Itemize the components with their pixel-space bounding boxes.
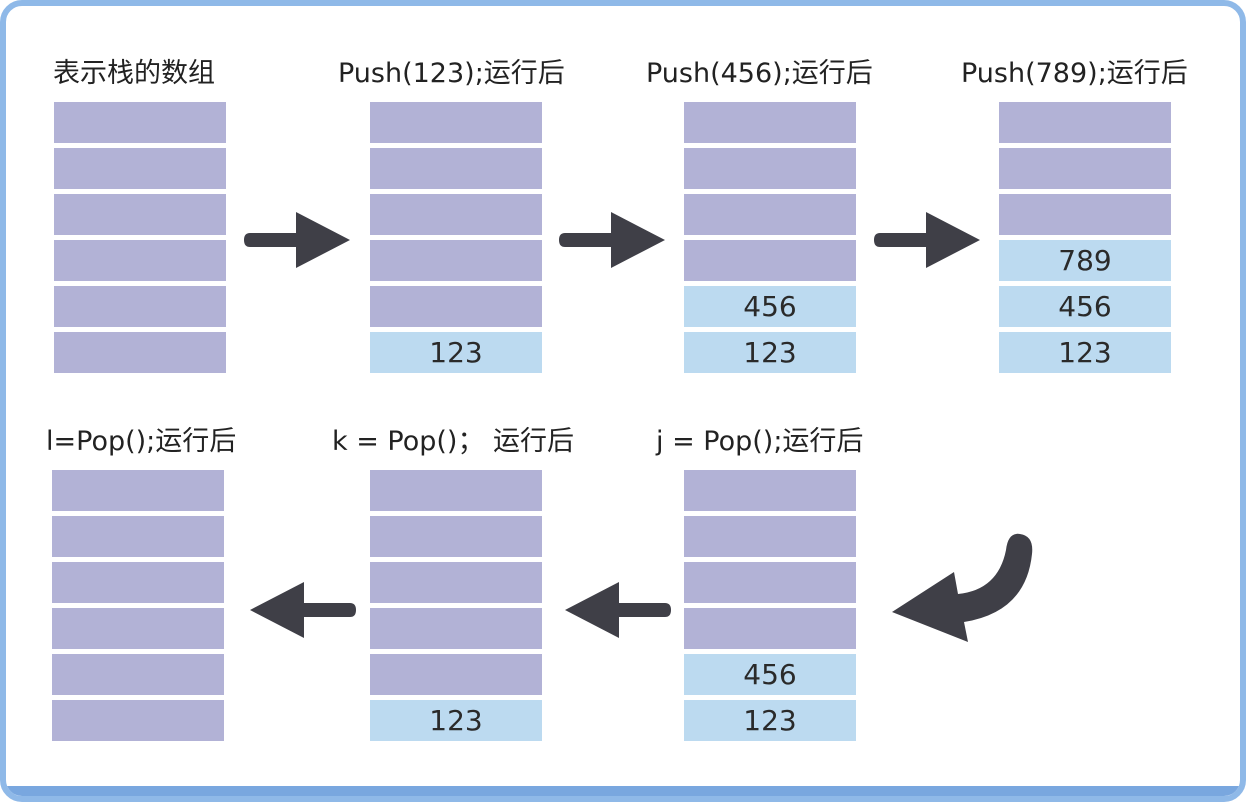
stack-cell-empty [54,102,226,143]
stack-cell-empty [370,562,542,603]
stack-cell-filled: 123 [684,332,856,373]
stack-cell-empty [370,470,542,511]
stage-title: Push(123);运行后 [338,58,565,89]
stack-array: 123 [370,102,542,373]
stack-cell-empty [999,102,1171,143]
stack-cell-empty [684,102,856,143]
stack-cell-empty [999,194,1171,235]
stack-cell-empty [370,240,542,281]
stack-cell-filled: 123 [684,700,856,741]
stack-cell-empty [52,562,224,603]
stack-cell-empty [370,102,542,143]
right-arrow-icon [244,212,350,268]
stack-cell-empty [684,516,856,557]
stack-cell-filled: 123 [370,700,542,741]
stage-title: j = Pop();运行后 [656,426,864,457]
stack-cell-empty [370,148,542,189]
stack-cell-empty [370,194,542,235]
right-arrow-icon [874,212,980,268]
stack-cell-empty [370,286,542,327]
stack-cell-filled: 123 [370,332,542,373]
stage-title: 表示栈的数组 [53,58,215,89]
stack-cell-filled: 456 [684,654,856,695]
stack-cell-empty [54,286,226,327]
left-arrow-icon [250,582,356,638]
stack-cell-empty [52,654,224,695]
stack-cell-empty [54,194,226,235]
stack-cell-empty [52,700,224,741]
stack-cell-empty [370,608,542,649]
stack-cell-filled: 456 [999,286,1171,327]
stack-cell-empty [52,516,224,557]
curved-arrow-icon [892,533,1033,642]
stack-array [54,102,226,373]
left-arrow-icon [565,582,671,638]
stack-cell-empty [54,148,226,189]
stack-cell-empty [684,608,856,649]
stack-array: 789 456 123 [999,102,1171,373]
stage-title: Push(789);运行后 [961,58,1188,89]
stage-title: l=Pop();运行后 [46,426,237,457]
stack-cell-filled: 456 [684,286,856,327]
right-arrow-icon [559,212,665,268]
stack-cell-empty [52,470,224,511]
stack-cell-empty [54,240,226,281]
stack-cell-empty [370,516,542,557]
stack-cell-empty [370,654,542,695]
stack-cell-empty [684,470,856,511]
stack-cell-empty [684,194,856,235]
stack-cell-filled: 123 [999,332,1171,373]
stack-array: 123 [370,470,542,741]
stack-cell-filled: 789 [999,240,1171,281]
stack-cell-empty [999,148,1171,189]
stack-cell-empty [52,608,224,649]
stage-title: k = Pop()； 运行后 [332,426,575,457]
stack-cell-empty [54,332,226,373]
stack-cell-empty [684,148,856,189]
stack-cell-empty [684,240,856,281]
stack-array [52,470,224,741]
stack-cell-empty [684,562,856,603]
stage-title: Push(456);运行后 [646,58,873,89]
